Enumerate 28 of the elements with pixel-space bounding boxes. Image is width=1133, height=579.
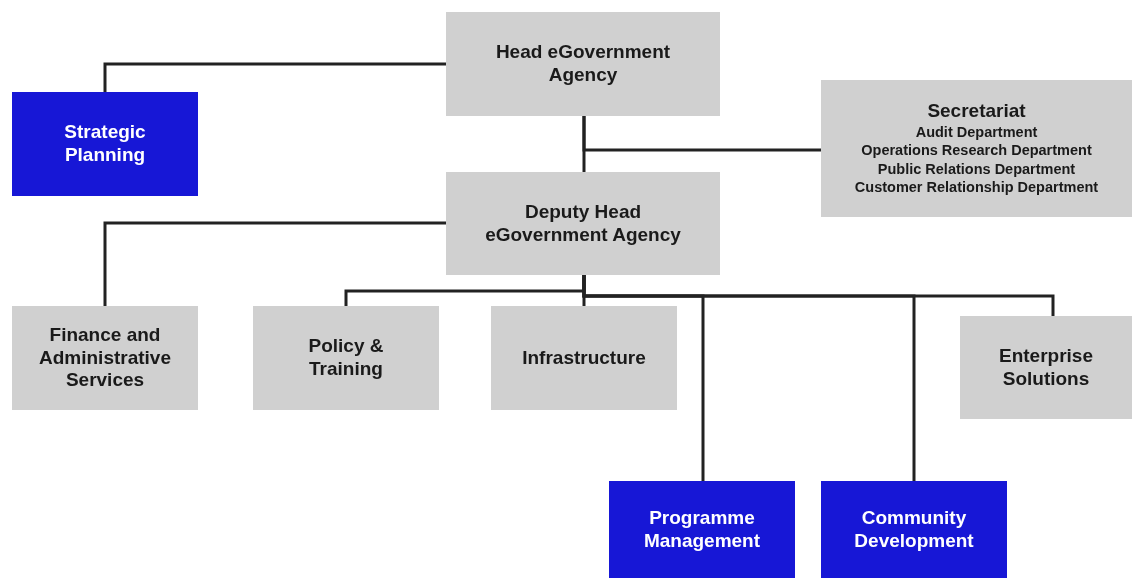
highlighted-unit-box — [821, 481, 1007, 578]
unit-box — [960, 316, 1132, 419]
unit-title: Finance and Administrative Services — [38, 323, 172, 393]
unit-box — [446, 12, 720, 116]
unit-box — [491, 306, 677, 410]
connector-line — [582, 275, 916, 481]
unit-title: Secretariat — [927, 100, 1026, 124]
highlighted-unit-box — [12, 92, 198, 196]
unit-box — [12, 306, 198, 410]
unit-title: Programme Management — [642, 506, 762, 553]
connector-line — [582, 116, 821, 152]
unit-title: Enterprise Solutions — [998, 344, 1094, 391]
unit-box — [821, 80, 1132, 217]
connector-line — [103, 221, 446, 306]
highlighted-unit-box — [609, 481, 795, 578]
department-name: Public Relations Department — [877, 159, 1076, 179]
unit-title: Head eGovernment Agency — [494, 41, 672, 87]
unit-title: Policy & Training — [307, 335, 385, 381]
unit-box — [446, 172, 720, 275]
unit-title: Infrastructure — [522, 346, 646, 370]
unit-title: Strategic Planning — [63, 121, 147, 167]
department-name: Audit Department — [915, 123, 1038, 142]
unit-title: Community Development — [853, 506, 975, 553]
unit-box — [253, 306, 439, 410]
unit-title: Deputy Head eGovernment Agency — [484, 200, 682, 247]
department-name: Operations Research Department — [861, 141, 1092, 160]
department-name: Customer Relationship Department — [854, 178, 1099, 197]
connector-line — [103, 62, 446, 92]
